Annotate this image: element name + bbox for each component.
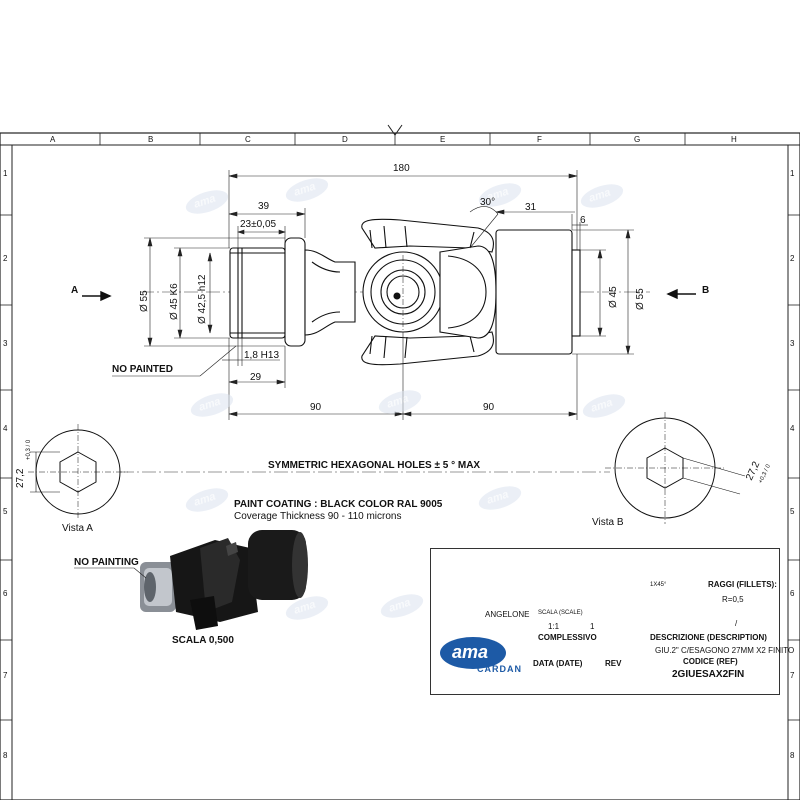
left-yoke xyxy=(304,249,356,336)
grid-row-6-right: 6 xyxy=(790,589,795,598)
label-vista-a: Vista A xyxy=(62,523,93,534)
dim-dia-55-left: Ø 55 xyxy=(139,290,150,312)
grid-row-3-right: 3 xyxy=(790,339,795,348)
grid-row-4-right: 4 xyxy=(790,424,795,433)
dim-hex-left: 27,2 xyxy=(15,468,26,488)
right-hub xyxy=(495,229,581,355)
grid-col-h: H xyxy=(731,135,737,144)
grid-col-g: G xyxy=(634,135,641,144)
grid-row-6: 6 xyxy=(3,589,8,598)
render-3d xyxy=(140,530,308,630)
note-no-painting: NO PAINTING xyxy=(74,557,139,568)
grid-row-1-right: 1 xyxy=(790,169,795,178)
grid-row-7-right: 7 xyxy=(790,671,795,680)
vista-b xyxy=(605,412,746,524)
dim-right-31: 31 xyxy=(525,202,537,213)
tb-raggi-value: R=0,5 xyxy=(722,595,744,604)
tb-slash: / xyxy=(735,619,738,628)
tb-designer: ANGELONE xyxy=(485,610,530,619)
note-paint-coating: PAINT COATING : BLACK COLOR RAL 9005 xyxy=(234,499,443,510)
grid-col-c: C xyxy=(245,135,251,144)
tb-descrizione: GIU.2" C/ESAGONO 27MM X2 FINITO xyxy=(655,646,795,655)
outer-frame xyxy=(0,132,800,800)
tb-codice: 2GIUESAX2FIN xyxy=(672,669,745,680)
center-mark xyxy=(387,124,403,136)
view-arrow-a xyxy=(82,290,112,302)
tb-complessivo: COMPLESSIVO xyxy=(538,633,597,642)
tb-codice-label: CODICE (REF) xyxy=(683,657,738,666)
company-logo: ama CARDAN xyxy=(440,637,522,677)
dim-half-right-90: 90 xyxy=(483,402,495,413)
dim-dia-42-5-h12: Ø 42,5 h12 xyxy=(197,274,208,324)
cross-spider xyxy=(361,218,495,366)
logo-text: ama xyxy=(452,642,489,662)
tb-scala-value: 1:1 xyxy=(548,622,560,631)
note-coverage: Coverage Thickness 90 - 110 microns xyxy=(234,511,402,522)
tb-descrizione-label: DESCRIZIONE (DESCRIPTION) xyxy=(650,633,767,642)
grid-row-8: 8 xyxy=(3,751,8,760)
title-block xyxy=(430,548,780,695)
dim-dia-45-right: Ø 45 xyxy=(608,286,619,308)
vista-a xyxy=(28,424,128,520)
grid-col-a: A xyxy=(50,135,56,144)
grid-row-5: 5 xyxy=(3,507,8,516)
dim-dia-45-k6: Ø 45 K6 xyxy=(169,283,180,320)
dim-half-left-90: 90 xyxy=(310,402,322,413)
grid-col-d: D xyxy=(342,135,348,144)
grid-row-8-right: 8 xyxy=(790,751,795,760)
no-painting-leader-2 xyxy=(133,567,147,579)
row-ticks xyxy=(0,214,800,721)
dim-slot-1-8: 1,8 H13 xyxy=(244,350,280,361)
grid-row-1: 1 xyxy=(3,169,8,178)
grid-col-b: B xyxy=(148,135,154,144)
right-yoke xyxy=(439,245,497,339)
grid-row-5-right: 5 xyxy=(790,507,795,516)
note-no-painted: NO PAINTED xyxy=(112,364,173,375)
tb-raggi-label: RAGGI (FILLETS): xyxy=(708,580,777,589)
tb-data-label: DATA (DATE) xyxy=(533,659,583,668)
grid-row-7: 7 xyxy=(3,671,8,680)
dim-overall-length: 180 xyxy=(393,163,410,174)
column-ticks xyxy=(99,133,686,145)
dim-groove-23: 23±0,05 xyxy=(240,219,277,230)
dimension-lines xyxy=(112,170,634,420)
grid-row-2: 2 xyxy=(3,254,8,263)
tb-rev-label: REV xyxy=(605,659,622,668)
note-symmetric-holes: SYMMETRIC HEXAGONAL HOLES ± 5 ° MAX xyxy=(268,460,481,471)
dim-dia-55-right: Ø 55 xyxy=(635,288,646,310)
tb-angle-value: 1X45° xyxy=(650,582,667,588)
tb-qty-value: 1 xyxy=(590,622,595,631)
view-letter-b: B xyxy=(702,285,710,296)
dim-right-6: 6 xyxy=(580,215,586,226)
dim-hex-left-tol: +0,3 / 0 xyxy=(26,439,32,460)
dim-angle-30: 30° xyxy=(480,197,496,208)
logo-oval xyxy=(440,637,506,669)
view-arrow-b xyxy=(666,288,696,300)
grid-col-f: F xyxy=(537,135,542,144)
grid-row-2-right: 2 xyxy=(790,254,795,263)
note-scala: SCALA 0,500 xyxy=(172,635,234,646)
grid-col-e: E xyxy=(440,135,446,144)
grid-row-3: 3 xyxy=(3,339,8,348)
dim-left-39: 39 xyxy=(258,201,270,212)
logo-subtext: CARDAN xyxy=(477,664,522,674)
view-letter-a: A xyxy=(71,285,79,296)
grid-row-4: 4 xyxy=(3,424,8,433)
tb-scala-label: SCALA (SCALE) xyxy=(538,610,583,616)
dim-29: 29 xyxy=(250,372,262,383)
label-vista-b: Vista B xyxy=(592,517,624,528)
left-hub xyxy=(229,237,306,347)
